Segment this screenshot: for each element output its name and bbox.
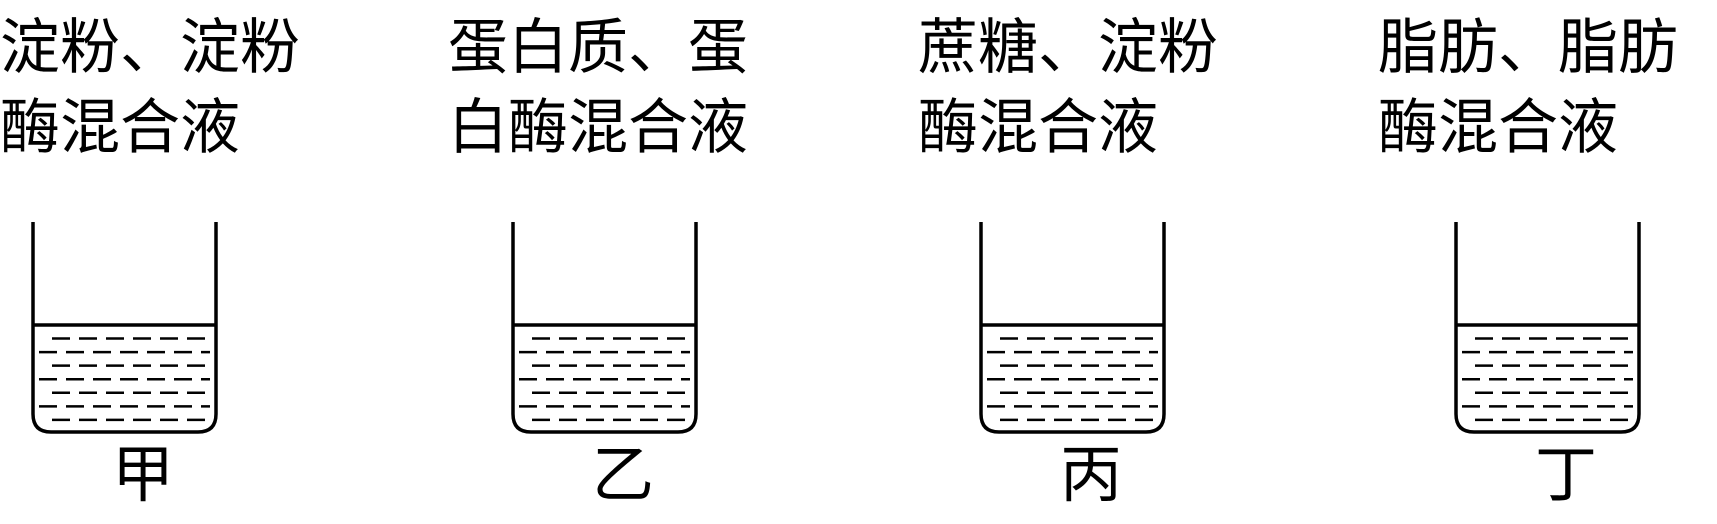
- test-tube-bing: [979, 222, 1166, 434]
- tube-outline: [979, 222, 1166, 434]
- tube-name-jia: 甲: [111, 438, 174, 511]
- tube-label-bing: 蔗糖、淀粉 酶混合液: [918, 8, 1318, 168]
- tube-label-line1: 淀粉、淀粉: [0, 13, 300, 83]
- tube-label-line2: 酶混合液: [0, 93, 240, 163]
- tube-group-ding: 脂肪、脂肪 酶混合液 丁: [1378, 0, 1717, 524]
- tube-label-line1: 蔗糖、淀粉: [918, 13, 1218, 83]
- tube-label-ding: 脂肪、脂肪 酶混合液: [1378, 8, 1717, 168]
- test-tube-ding: [1454, 222, 1641, 434]
- tube-group-yi: 蛋白质、蛋 白酶混合液 乙: [448, 0, 848, 524]
- tube-outline: [31, 222, 218, 434]
- test-tube-yi: [511, 222, 698, 434]
- tube-outline: [511, 222, 698, 434]
- tube-name-ding: 丁: [1534, 438, 1597, 511]
- tube-label-yi: 蛋白质、蛋 白酶混合液: [448, 8, 848, 168]
- tube-label-line2: 白酶混合液: [448, 93, 748, 163]
- tube-label-line1: 脂肪、脂肪: [1378, 13, 1678, 83]
- test-tube-jia: [31, 222, 218, 434]
- tube-label-line2: 酶混合液: [1378, 93, 1618, 163]
- tube-name-yi: 乙: [591, 438, 654, 511]
- tube-label-line2: 酶混合液: [918, 93, 1158, 163]
- tube-label-line1: 蛋白质、蛋: [448, 13, 748, 83]
- tube-group-jia: 淀粉、淀粉 酶混合液 甲: [0, 0, 400, 524]
- tube-label-jia: 淀粉、淀粉 酶混合液: [0, 8, 400, 168]
- tube-outline: [1454, 222, 1641, 434]
- tube-name-bing: 丙: [1059, 438, 1122, 511]
- tube-group-bing: 蔗糖、淀粉 酶混合液 丙: [918, 0, 1318, 524]
